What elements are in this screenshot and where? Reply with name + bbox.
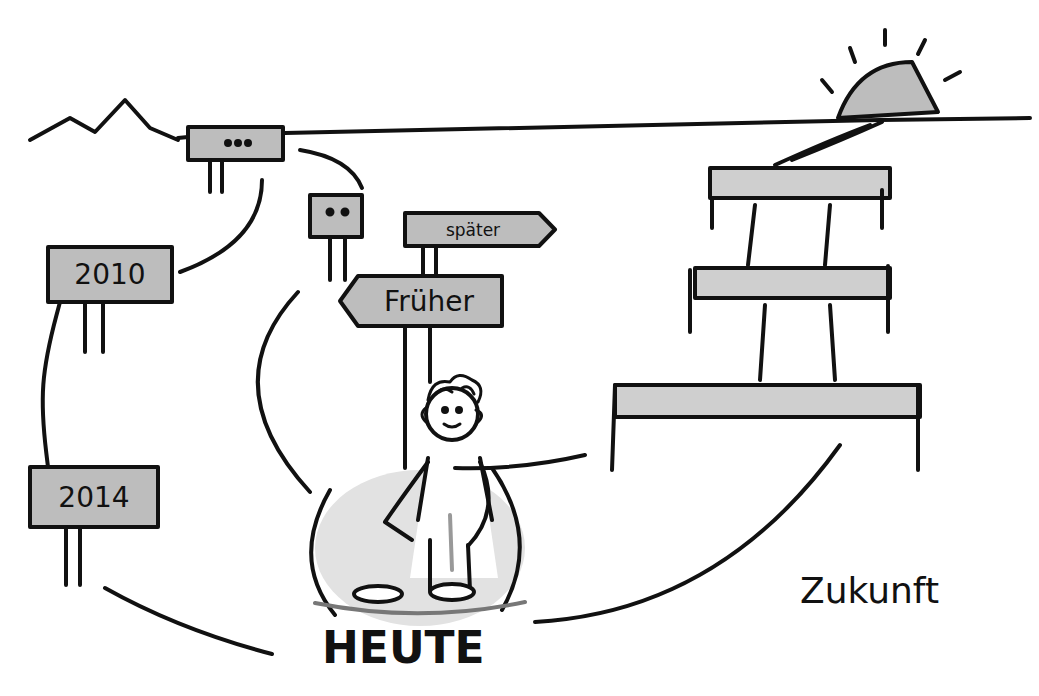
year-sign: 2014 [30,467,158,527]
sign-text: 2010 [74,258,145,291]
sign-outline [405,213,555,246]
sign-text: Früher [384,285,474,318]
sign-text: 2014 [58,481,129,514]
sign-outline [340,276,502,326]
road-line [43,302,60,467]
sign-outline [30,467,158,527]
year-sign: 2010 [48,247,172,302]
direction-sign: später [405,213,555,246]
direction-sign: Früher [340,276,502,326]
today-label: HEUTE [322,622,485,673]
future-label: Zukunft [800,570,939,611]
sign-text: später [446,220,500,240]
sign-outline [48,247,172,302]
